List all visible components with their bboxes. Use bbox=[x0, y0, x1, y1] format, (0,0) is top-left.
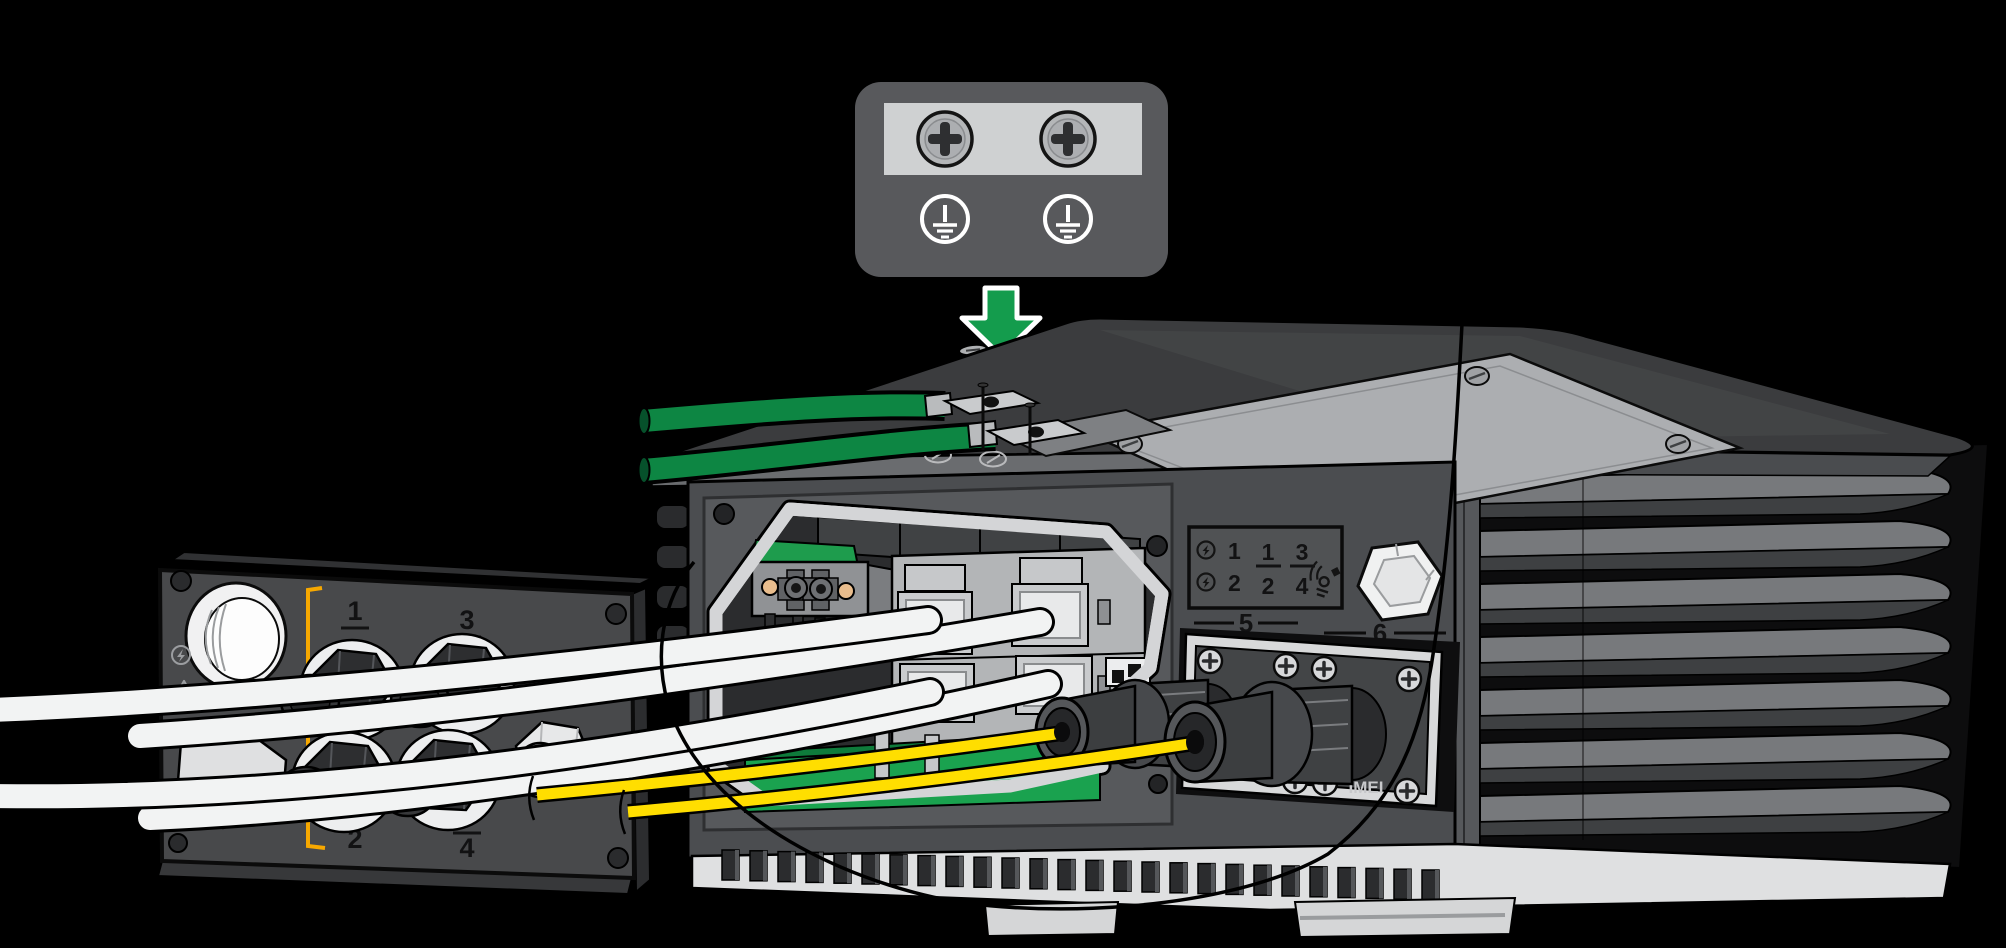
heatsink-fins bbox=[1479, 466, 1952, 837]
phillips-screw-icon bbox=[1196, 647, 1224, 675]
gland-label-4: 4 bbox=[459, 833, 474, 863]
fiber-cable-yellow bbox=[627, 737, 1196, 818]
heatsink-fin-side bbox=[1479, 705, 1949, 731]
chassis-base bbox=[690, 842, 1952, 939]
vent-slot-edge bbox=[1323, 866, 1327, 897]
vent-slot-edge bbox=[1239, 864, 1243, 895]
vent-slot-edge bbox=[1127, 861, 1131, 892]
vent-slot-edge bbox=[1435, 870, 1439, 900]
port1-label: 1 bbox=[1262, 539, 1275, 565]
bend-mark bbox=[528, 775, 536, 821]
vent-slot-edge bbox=[1099, 860, 1103, 891]
green-ground-wire bbox=[642, 425, 996, 481]
phillips-screw-icon bbox=[1310, 655, 1338, 683]
lightning-icon bbox=[171, 645, 191, 665]
power-a-label: 1 bbox=[1228, 538, 1241, 564]
phillips-screw-icon bbox=[1272, 652, 1300, 680]
cable-entry-hole bbox=[184, 581, 288, 691]
plate-hole bbox=[605, 603, 627, 625]
ground-screw-callout bbox=[855, 82, 1168, 277]
heatsink-fin-side bbox=[1479, 546, 1949, 572]
heatsink-fin-side bbox=[1479, 811, 1949, 837]
green-ground-wire bbox=[642, 394, 946, 432]
terminal-washer bbox=[837, 582, 855, 600]
ground-wires bbox=[637, 382, 1088, 485]
slotted-screw-icon bbox=[1463, 365, 1491, 387]
vent-slot-edge bbox=[959, 856, 963, 887]
phillips-screw-icon bbox=[916, 110, 974, 168]
port5-label: 5 bbox=[1239, 608, 1253, 638]
ethernet-cables bbox=[0, 605, 1063, 833]
vent-slot-edge bbox=[875, 854, 879, 884]
vent-slot-edge bbox=[1351, 867, 1355, 898]
phillips-screw-icon bbox=[1039, 110, 1097, 168]
terminal-washer bbox=[761, 578, 779, 596]
panel-hole bbox=[1148, 774, 1168, 794]
vent-slot-edge bbox=[791, 851, 795, 882]
plate-hole bbox=[607, 847, 629, 869]
port4-label: 4 bbox=[1296, 573, 1309, 599]
vent-slot-edge bbox=[931, 855, 935, 886]
ethernet-cable-white bbox=[0, 608, 940, 722]
mounting-foot bbox=[983, 900, 1120, 938]
panel-hole bbox=[1146, 535, 1168, 557]
antenna-mount-nut bbox=[1356, 540, 1444, 622]
vent-slot-edge bbox=[1043, 858, 1047, 889]
plate-hole bbox=[168, 833, 188, 853]
antenna-cable-loop bbox=[659, 323, 1464, 911]
ground-lug bbox=[923, 389, 1042, 419]
vent-slot-edge bbox=[987, 857, 991, 888]
heatsink-fin-side bbox=[1479, 758, 1949, 784]
ethernet-cable-white bbox=[128, 610, 1052, 748]
vent-slot-edge bbox=[1155, 862, 1159, 892]
led-label-plate: 1 2 1 2 3 4 bbox=[1187, 525, 1344, 610]
vent-slot-edge bbox=[1071, 859, 1075, 890]
vent-slot-edge bbox=[1211, 863, 1215, 894]
slotted-screw-icon bbox=[1664, 433, 1692, 455]
gland-label-1: 1 bbox=[347, 596, 362, 626]
vent-slot-edge bbox=[763, 850, 767, 881]
vent-slot-edge bbox=[1407, 869, 1411, 900]
plate-hole bbox=[170, 570, 192, 592]
port3-label: 3 bbox=[1296, 539, 1309, 565]
ethernet-cable-white bbox=[138, 672, 1060, 830]
fiber-cables bbox=[528, 722, 1204, 835]
power-b-label: 2 bbox=[1228, 570, 1241, 596]
gland-label-3: 3 bbox=[459, 605, 474, 635]
heatsink-side bbox=[1447, 442, 1990, 870]
heatsink-fin-side bbox=[1479, 493, 1949, 519]
vent-slot-edge bbox=[1015, 858, 1019, 888]
heatsink-fin-side bbox=[1479, 599, 1949, 625]
fiber-cable-yellow bbox=[536, 727, 1063, 801]
vent-slot-edge bbox=[819, 852, 823, 883]
vent-slot-edge bbox=[1295, 866, 1299, 896]
phillips-screw-icon bbox=[1395, 665, 1423, 693]
vent-slot-edge bbox=[903, 854, 907, 885]
panel-hole bbox=[713, 503, 735, 525]
phillips-screw-icon bbox=[1393, 777, 1421, 805]
vent-slot-edge bbox=[1379, 868, 1383, 899]
bend-mark bbox=[619, 789, 627, 835]
vent-slot-edge bbox=[735, 850, 739, 880]
ethernet-cable-white bbox=[0, 680, 942, 809]
port2-label: 2 bbox=[1262, 573, 1275, 599]
vent-slot-edge bbox=[847, 853, 851, 884]
imei-label: IMEI bbox=[1349, 778, 1384, 797]
vent-slot-edge bbox=[1183, 862, 1187, 893]
heatsink-fin-side bbox=[1479, 652, 1949, 678]
